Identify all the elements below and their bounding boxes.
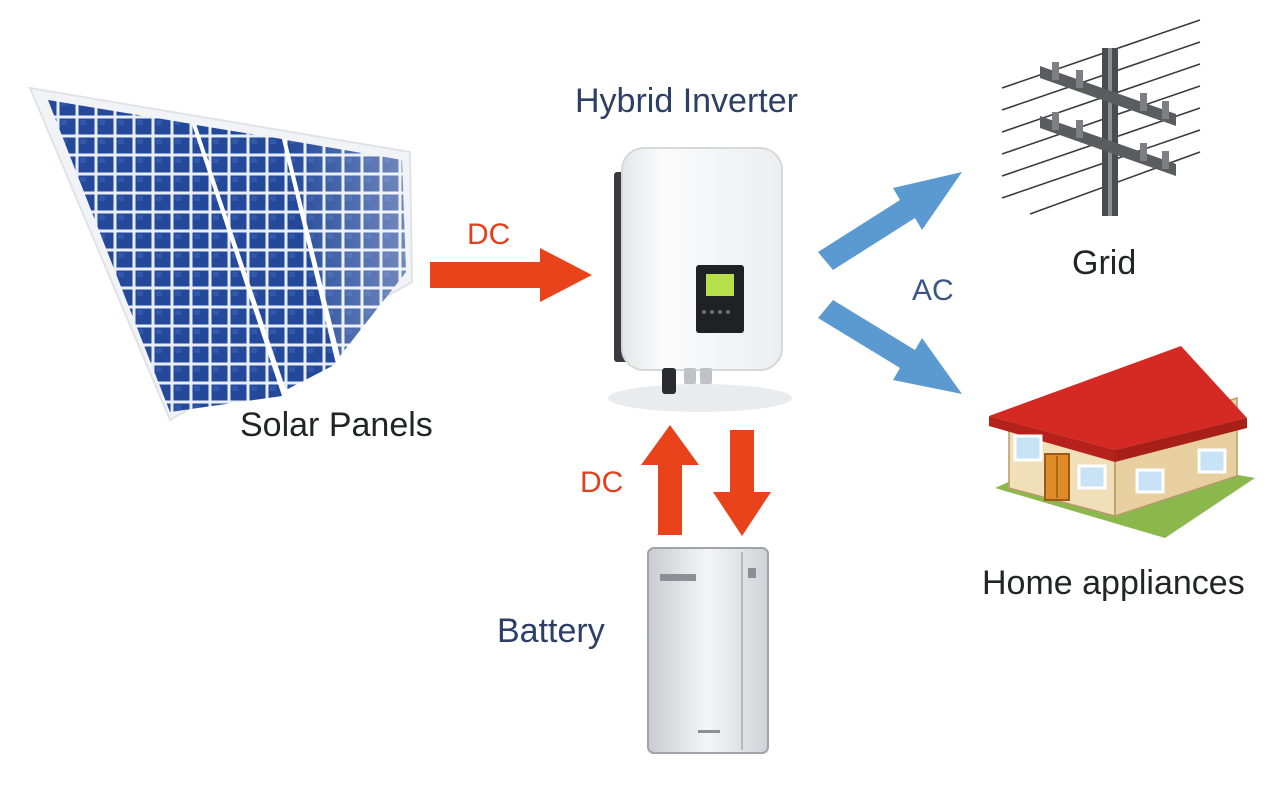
ac-label: AC [912,274,954,307]
dc-label-battery: DC [580,466,624,499]
dc-label-solar: DC [467,218,511,251]
grid-label: Grid [1072,244,1137,282]
hybrid-inverter-label: Hybrid Inverter [575,82,798,120]
ac-arrow-to-grid [818,172,962,270]
dc-arrow-solar-to-inverter [430,248,592,302]
solar-panels-image [28,86,414,422]
ac-arrow-to-home [818,300,962,394]
battery-image [647,547,769,754]
hybrid-inverter-image [608,147,792,412]
solar-panels-label: Solar Panels [240,406,433,444]
dc-arrow-to-inverter [641,425,699,535]
dc-arrow-to-battery [713,430,771,536]
home-appliances-label: Home appliances [982,564,1245,602]
house-image [989,346,1255,538]
battery-label: Battery [497,612,605,650]
grid-pole-image [1001,19,1201,216]
